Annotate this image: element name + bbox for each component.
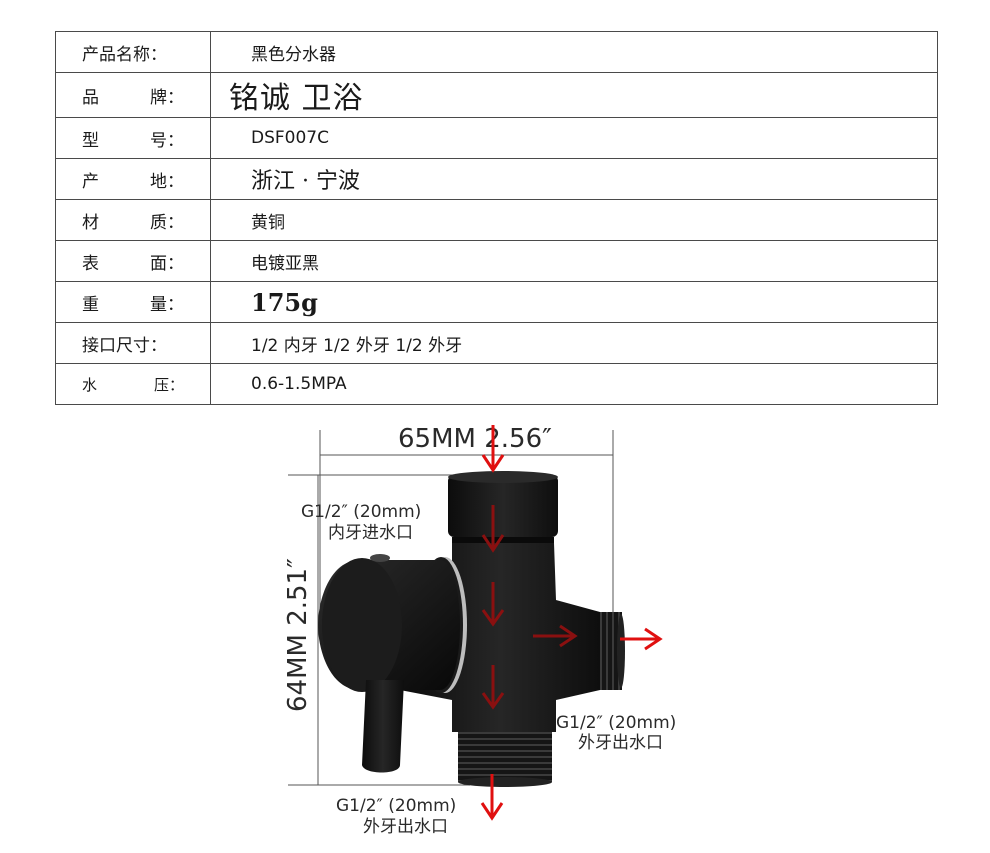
spec-label: 产品名称： bbox=[55, 31, 211, 73]
width-dimension-label: 65MM 2.56″ bbox=[398, 424, 552, 454]
origin-value: 浙江 · 宁波 bbox=[251, 169, 360, 194]
spec-table: 产品名称： 黑色分水器 品 牌： 铭诚 卫浴 型 号： DSF007C 产 地： 浙江… bbox=[55, 31, 938, 405]
diverter-valve bbox=[318, 471, 625, 787]
spec-row-surface: 表 面： 电镀亚黑 bbox=[55, 240, 938, 282]
spec-row-pressure: 水 压： 0.6-1.5MPA bbox=[55, 363, 938, 405]
flow-arrows bbox=[480, 425, 663, 821]
top-inlet-size-label: G1/2″ (20mm) bbox=[301, 502, 421, 522]
spec-row-brand: 品 牌： 铭诚 卫浴 bbox=[55, 72, 938, 118]
bottom-outlet-desc-label: 外牙出水口 bbox=[363, 817, 448, 837]
spec-label-char: 质： bbox=[150, 212, 184, 233]
spec-row-origin: 产 地： 浙江 · 宁波 bbox=[55, 158, 938, 200]
dimension-lines bbox=[288, 430, 614, 786]
spec-label-char: 材 bbox=[82, 212, 99, 233]
spec-value: 175g bbox=[210, 281, 938, 323]
spec-row-weight: 重 量： 175g bbox=[55, 281, 938, 323]
lever-handle bbox=[362, 680, 404, 773]
top-inlet-desc-label: 内牙进水口 bbox=[328, 523, 413, 543]
spec-label-char: 品 bbox=[82, 87, 99, 108]
spec-label-char: 面： bbox=[150, 253, 184, 274]
right-outlet-size-label: G1/2″ (20mm) bbox=[556, 713, 676, 733]
spec-label-char: 地： bbox=[150, 171, 184, 192]
spec-label-char: 重 bbox=[82, 294, 99, 315]
arrow-right-icon bbox=[620, 627, 663, 651]
spec-row-model: 型 号： DSF007C bbox=[55, 117, 938, 159]
spec-label-char: 表 bbox=[82, 253, 99, 274]
knob-face bbox=[322, 558, 402, 692]
spec-label-text: 产品名称： bbox=[82, 44, 167, 65]
top-inlet-cap bbox=[448, 475, 558, 537]
spec-label: 水 压： bbox=[55, 363, 211, 405]
arrow-down-icon bbox=[481, 582, 505, 627]
spec-row-name: 产品名称： 黑色分水器 bbox=[55, 31, 938, 73]
spec-value: 黑色分水器 bbox=[210, 31, 938, 73]
spec-label-char: 产 bbox=[82, 171, 99, 192]
spec-label-char: 水 bbox=[82, 375, 98, 394]
spec-label: 产 地： bbox=[55, 158, 211, 200]
spec-label-char: 量： bbox=[150, 294, 184, 315]
spec-label-char: 型 bbox=[82, 130, 99, 151]
arrow-down-icon bbox=[480, 774, 504, 821]
weight-value: 175g bbox=[251, 287, 318, 317]
spec-value: 0.6-1.5MPA bbox=[210, 363, 938, 405]
spec-value: 电镀亚黑 bbox=[210, 240, 938, 282]
spec-label-char: 牌： bbox=[150, 87, 184, 108]
arrow-down-icon bbox=[481, 665, 505, 710]
spec-value: 铭诚 卫浴 bbox=[210, 72, 938, 118]
spec-label: 型 号： bbox=[55, 117, 211, 159]
brand-name: 铭诚 卫浴 bbox=[229, 81, 364, 116]
right-outlet-thread bbox=[600, 612, 622, 690]
spec-label-char: 压： bbox=[153, 375, 184, 394]
height-dimension-label: 64MM 2.51″ bbox=[283, 558, 313, 712]
arrow-right-icon bbox=[533, 624, 578, 648]
arrow-down-icon bbox=[481, 425, 505, 473]
spec-label: 材 质： bbox=[55, 199, 211, 241]
arrow-down-icon bbox=[481, 505, 505, 553]
top-inlet-rim bbox=[448, 471, 558, 483]
spec-label-char: 号： bbox=[150, 130, 184, 151]
spec-value: 1/2 内牙 1/2 外牙 1/2 外牙 bbox=[210, 322, 938, 364]
bottom-outlet-size-label: G1/2″ (20mm) bbox=[336, 796, 456, 816]
spec-value: DSF007C bbox=[210, 117, 938, 159]
right-outlet-desc-label: 外牙出水口 bbox=[578, 733, 663, 753]
spec-label-text: 接口尺寸： bbox=[82, 335, 167, 356]
bottom-outlet-thread bbox=[458, 732, 552, 782]
spec-label: 接口尺寸： bbox=[55, 322, 211, 364]
spec-row-connection: 接口尺寸： 1/2 内牙 1/2 外牙 1/2 外牙 bbox=[55, 322, 938, 364]
